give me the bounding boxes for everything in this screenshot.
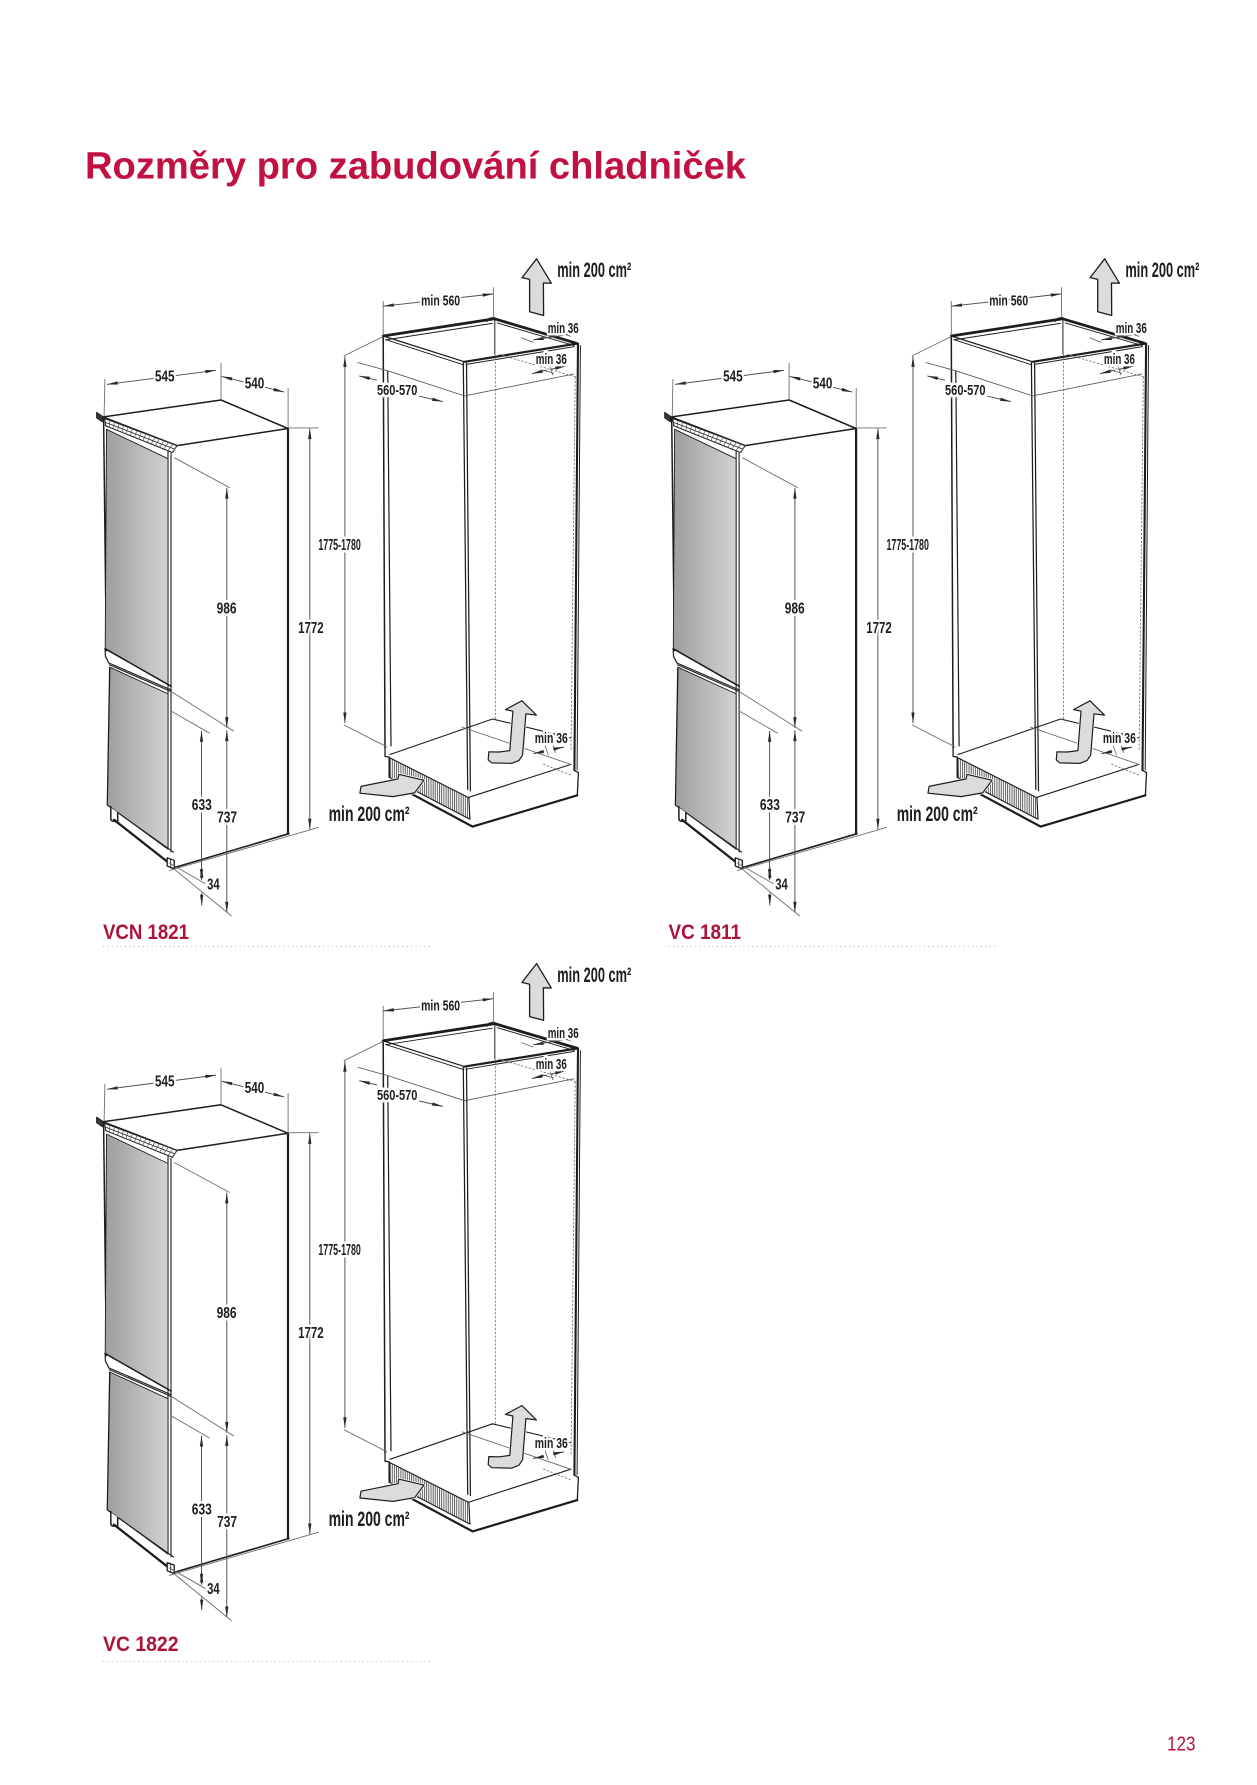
svg-text:123: 123 [1167, 1734, 1196, 1756]
svg-text:1775-1780: 1775-1780 [318, 537, 361, 554]
svg-text:34: 34 [207, 876, 220, 893]
svg-text:min 200 cm²: min 200 cm² [557, 259, 631, 282]
svg-text:VC 1811: VC 1811 [669, 920, 742, 944]
svg-text:Rozměry pro zabudování chladni: Rozměry pro zabudování chladniček [85, 144, 747, 187]
svg-text:min 36: min 36 [536, 351, 567, 368]
svg-text:633: 633 [192, 797, 212, 814]
svg-text:560-570: 560-570 [377, 382, 418, 399]
svg-text:min 560: min 560 [421, 293, 460, 310]
svg-text:1772: 1772 [298, 620, 324, 637]
svg-text:540: 540 [245, 375, 265, 392]
svg-text:VC 1822: VC 1822 [103, 1632, 179, 1656]
svg-text:min 200 cm²: min 200 cm² [329, 803, 410, 826]
svg-text:737: 737 [217, 809, 237, 826]
svg-text:VCN 1821: VCN 1821 [103, 920, 189, 944]
svg-text:min 36: min 36 [548, 320, 579, 337]
svg-text:min 36: min 36 [535, 730, 568, 747]
svg-text:545: 545 [155, 369, 175, 386]
svg-text:986: 986 [217, 600, 237, 617]
